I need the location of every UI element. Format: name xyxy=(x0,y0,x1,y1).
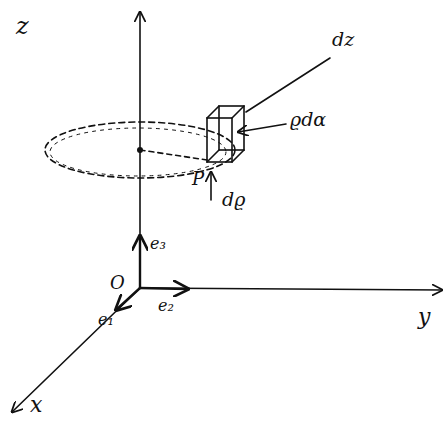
dimension-label: dz xyxy=(332,30,354,49)
dashed-circle xyxy=(50,128,226,176)
origin-label: O xyxy=(110,274,125,292)
volume-element-back xyxy=(219,106,244,150)
vector-label: e₃ xyxy=(150,236,166,252)
leader-arrow xyxy=(210,172,212,200)
vector-label: e₂ xyxy=(158,298,174,314)
axis-label: y xyxy=(418,306,430,328)
leader-line xyxy=(246,58,330,112)
center-dot xyxy=(137,147,143,153)
radius-line xyxy=(140,150,207,160)
point-label: P xyxy=(192,170,204,188)
leader-arrow xyxy=(238,124,286,132)
axis-label: z xyxy=(16,14,29,38)
axis-label: x xyxy=(30,394,42,416)
dimension-label: ϱdα xyxy=(290,110,326,129)
dimension-label: dϱ xyxy=(222,190,245,209)
y-axis xyxy=(140,288,442,290)
unit-vector xyxy=(140,288,188,289)
vector-label: e₁ xyxy=(98,312,114,328)
unit-vector xyxy=(139,236,141,288)
